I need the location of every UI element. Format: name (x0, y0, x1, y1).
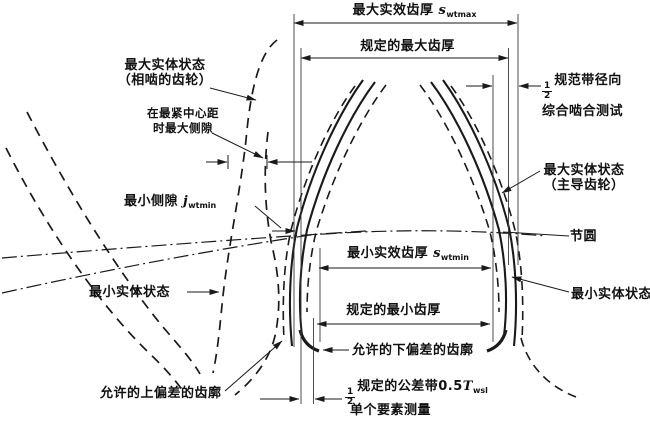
label-max-backlash-tightest-center-distance: 在最紧中心距 时最大侧隙 (147, 106, 219, 135)
mating-flank-near-tooth-lower-dev-dashed (234, 131, 280, 396)
label-pitch-circle: 节圆 (570, 229, 598, 244)
label-upper-deviation-profile: 允许的上偏差的齿廓 (100, 386, 222, 401)
tooth-left-lower-deviation-hook (298, 329, 320, 353)
tooth-right-flank-inner-solid (430, 81, 508, 337)
label-specified-max-tooth-thickness: 规定的最大齿厚 (360, 39, 455, 54)
pitch-line-gear (1, 230, 547, 294)
label-mmc-master-gear: 最大实体状态 （主导齿轮） (543, 163, 625, 193)
tooth-left-flank-inner-solid (298, 81, 376, 337)
tooth-right-lower-deviation-hook (486, 329, 508, 353)
tooth-right-flank-outer-dashed (450, 85, 524, 341)
label-min-effective-tooth-thickness: 最小实效齿厚 swtmin (347, 246, 469, 262)
label-single-element-measurement: 单个要素测量 (350, 403, 432, 418)
leader-lmc-right (511, 276, 570, 293)
tooth-right-flank-outer-solid (442, 79, 518, 347)
label-mmc-mating-gear: 最大实体状态 （相啮的齿轮） (117, 58, 213, 88)
mating-flank-near-tooth-upper-dev-dashed (212, 39, 278, 374)
tooth-bottom-right-dashed-hook (520, 337, 577, 398)
label-lower-deviation-profile: 允许的下偏差的齿廓 (352, 343, 474, 358)
leader-max-backlash (211, 132, 264, 159)
label-specified-min-tooth-thickness: 规定的最小齿厚 (346, 303, 441, 318)
label-max-effective-tooth-thickness: 最大实效齿厚 swtmax (352, 3, 477, 19)
tooth-right-flank-inner-dashed (419, 84, 500, 313)
leader-pitch-circle (502, 231, 570, 237)
leader-jwtmin (254, 205, 282, 229)
label-min-backlash: 最小侧隙 jwtmin (124, 194, 217, 210)
tooth-left-flank-outer-solid (288, 79, 364, 347)
leader-upper-deviation (224, 340, 283, 392)
tooth-left-flank-inner-dashed (306, 84, 387, 313)
mating-flank-far-left-inner-dashed (26, 111, 201, 375)
leader-mmc-mating (209, 87, 257, 101)
leader-mmc-master (501, 170, 541, 194)
label-lmc-left: 最小实体状态 (89, 285, 171, 300)
label-lmc-right: 最小实体状态 (571, 287, 650, 302)
pitch-line-mating-gear (1, 230, 367, 259)
mating-flank-far-left-outer-dashed (5, 147, 189, 399)
